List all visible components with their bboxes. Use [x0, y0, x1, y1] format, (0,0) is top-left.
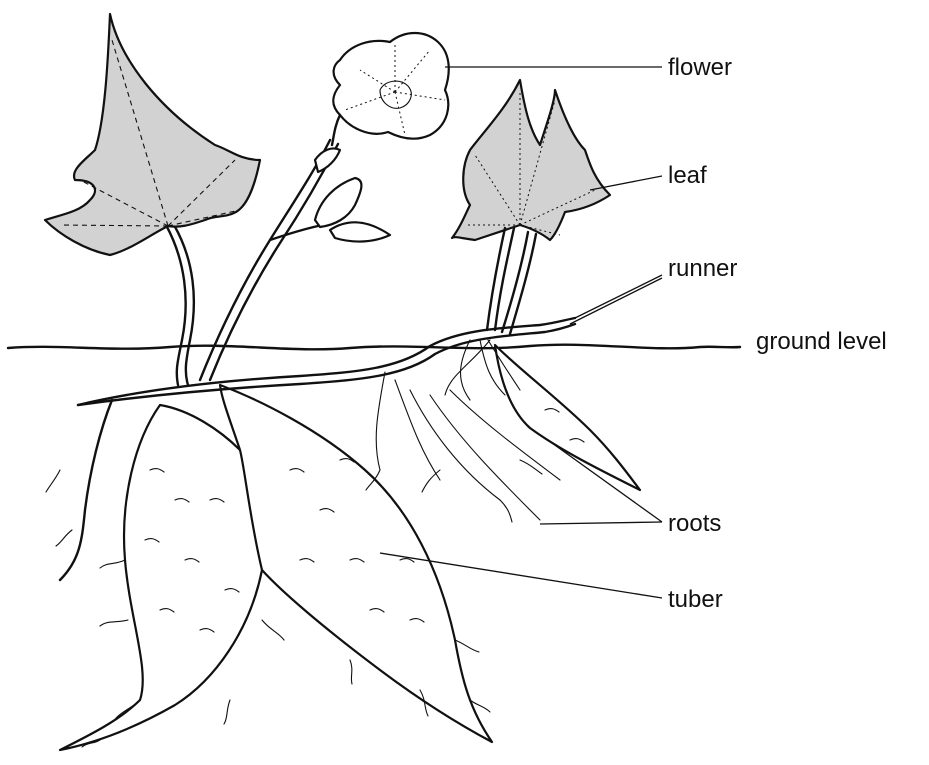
- label-roots: roots: [668, 510, 721, 537]
- flower-bud-3: [315, 148, 340, 172]
- left-tuber: [60, 405, 265, 750]
- runner-leader: [570, 275, 662, 324]
- flower-bud-1: [315, 178, 361, 227]
- label-flower: flower: [668, 54, 732, 81]
- label-leaf: leaf: [668, 162, 707, 189]
- ground-level-line: [8, 345, 740, 350]
- right-leaf: [452, 80, 610, 240]
- label-runner: runner: [668, 255, 737, 282]
- label-ground-level: ground level: [756, 328, 887, 355]
- small-tuber: [495, 345, 640, 490]
- label-tuber: tuber: [668, 586, 723, 613]
- flower-bud-2: [330, 222, 390, 241]
- right-leaf-stalk-4: [510, 234, 536, 334]
- flower: [333, 33, 449, 139]
- roots-leader-2: [540, 522, 662, 524]
- left-leaf-stalk: [166, 225, 186, 385]
- right-leaf-stalk-2: [495, 228, 514, 330]
- right-tuber: [220, 385, 492, 742]
- left-leaf: [45, 14, 260, 255]
- long-left-root: [60, 400, 112, 580]
- fibrous-roots: [366, 340, 560, 522]
- flower-tube: [332, 115, 340, 145]
